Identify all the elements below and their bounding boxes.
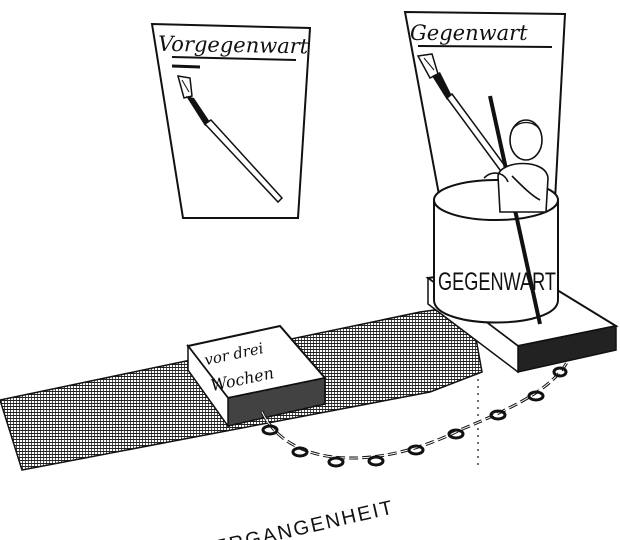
child-with-pole-icon bbox=[483, 95, 549, 325]
card-vorgegenwart: Vorgegenwart bbox=[150, 22, 312, 219]
cylinder-label: GEGENWART bbox=[438, 268, 556, 296]
fountain-pen-icon bbox=[176, 75, 284, 204]
chain-icon bbox=[260, 351, 574, 468]
fountain-pen-icon bbox=[416, 53, 510, 176]
card-gegenwart-title: Gegenwart bbox=[410, 21, 528, 45]
band-label: VERGANGENHEIT bbox=[197, 496, 396, 540]
card-vorgegenwart-title: Vorgegenwart bbox=[158, 32, 309, 59]
block-vor-drei-wochen: vor drei Wochen bbox=[186, 324, 327, 429]
